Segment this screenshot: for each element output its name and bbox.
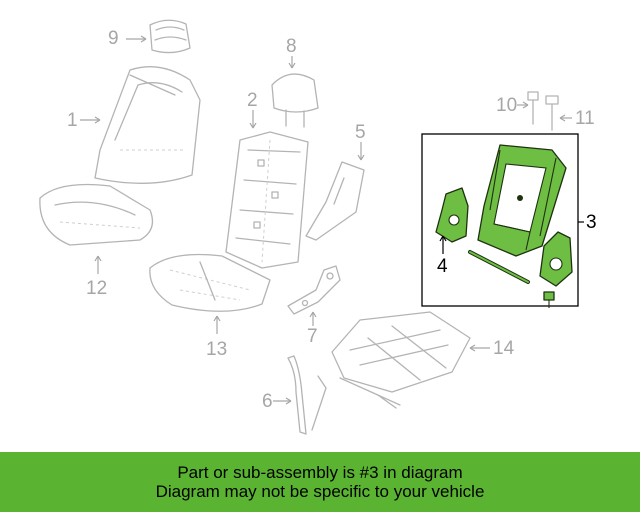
callout-13: 13 [206, 339, 228, 360]
part-9-headrest-cap [149, 19, 191, 54]
part-5-side-panel [305, 161, 365, 241]
part-4-recliner-plate [435, 187, 469, 243]
banner-line-disclaimer: Diagram may not be specific to your vehi… [155, 482, 485, 501]
callout-7: 7 [307, 326, 318, 347]
callout-9: 9 [108, 28, 119, 49]
part-3-torsion-rod [468, 250, 530, 284]
part-2-seatback-pad [225, 131, 309, 269]
part-11-bolt [545, 95, 559, 131]
callout-1: 1 [67, 110, 78, 131]
callout-12: 12 [86, 278, 108, 299]
part-3-group-box [421, 133, 579, 307]
part-3-seatback-frame [477, 144, 567, 257]
callout-2: 2 [247, 90, 258, 111]
callout-3: 3 [586, 212, 597, 233]
part-1-seatback-cover [94, 66, 201, 184]
part-12-cushion-cover [39, 183, 154, 246]
part-7-bracket [287, 265, 341, 315]
part-10-bolt [527, 91, 539, 125]
part-8-headrest [271, 73, 319, 128]
part-6-rod [287, 355, 327, 435]
callout-8: 8 [286, 36, 297, 57]
banner-line-part: Part or sub-assembly is #3 in diagram [177, 463, 463, 482]
part-3-bolt [543, 291, 555, 308]
leader-lines [80, 35, 584, 405]
callout-5: 5 [355, 122, 366, 143]
part-14-seat-track [331, 311, 471, 409]
callout-6: 6 [262, 391, 273, 412]
callout-4: 4 [437, 256, 448, 277]
callout-14: 14 [493, 338, 515, 359]
callout-11: 11 [575, 108, 595, 129]
notice-banner: Part or sub-assembly is #3 in diagram Di… [0, 452, 640, 512]
parts-diagram: 9 1 8 2 5 12 13 7 14 6 10 11 3 4 [39, 19, 597, 435]
part-13-cushion-pad [149, 253, 271, 312]
part-3-recliner-right [539, 231, 573, 287]
callout-10: 10 [496, 95, 518, 116]
